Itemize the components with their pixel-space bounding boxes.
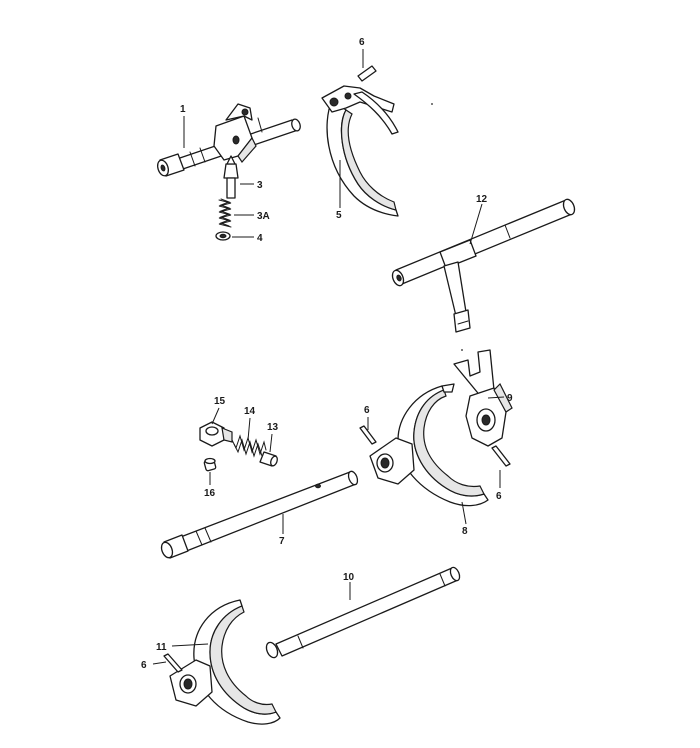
part-13-pin bbox=[259, 451, 278, 467]
callout-1: 1 bbox=[180, 104, 186, 115]
part-6-pin-mid-left bbox=[359, 425, 377, 445]
callout-10: 10 bbox=[343, 572, 355, 583]
part-7-shaft bbox=[160, 470, 359, 559]
part-6-pin-mid-right bbox=[491, 445, 511, 467]
callout-16: 16 bbox=[204, 488, 216, 499]
callout-3a: 3A bbox=[257, 211, 270, 222]
part-14-spring bbox=[231, 434, 267, 458]
part-11-shift-fork bbox=[169, 599, 281, 725]
callout-12: 12 bbox=[476, 194, 488, 205]
callout-14: 14 bbox=[244, 406, 256, 417]
callout-4: 4 bbox=[257, 233, 263, 244]
callout-labels: 1 3 3A 4 5 6 12 15 14 13 16 7 6 9 6 8 10… bbox=[141, 37, 513, 671]
part-6-pin-top bbox=[357, 65, 377, 82]
part-5-shift-fork bbox=[321, 85, 399, 217]
part-16-small-pin bbox=[203, 457, 217, 472]
callout-3: 3 bbox=[257, 180, 263, 191]
callout-6-mid-left: 6 bbox=[364, 405, 370, 416]
part-9-selector-lever bbox=[453, 349, 513, 447]
callout-15: 15 bbox=[214, 396, 226, 407]
part-6-pin-bottom bbox=[163, 653, 183, 673]
callout-11: 11 bbox=[156, 642, 167, 653]
callout-13: 13 bbox=[267, 422, 279, 433]
speck bbox=[461, 349, 463, 351]
part-12-shift-rod-with-arm bbox=[391, 198, 576, 333]
callout-8: 8 bbox=[462, 526, 468, 537]
part-4-washer bbox=[215, 231, 231, 241]
part-15-plug bbox=[199, 421, 233, 447]
callout-6-top: 6 bbox=[359, 37, 365, 48]
leader-lines bbox=[152, 49, 505, 665]
callout-7: 7 bbox=[279, 536, 285, 547]
callout-6-bottom: 6 bbox=[141, 660, 147, 671]
part-10-shaft bbox=[265, 566, 461, 659]
part-8-shift-fork bbox=[369, 383, 489, 507]
callout-9: 9 bbox=[507, 393, 513, 404]
part-3-plunger bbox=[223, 155, 239, 199]
part-1-shift-rod bbox=[156, 103, 301, 177]
part-3a-spring bbox=[218, 198, 232, 228]
speck bbox=[431, 103, 433, 105]
callout-6-mid-right: 6 bbox=[496, 491, 502, 502]
callout-5: 5 bbox=[336, 210, 342, 221]
